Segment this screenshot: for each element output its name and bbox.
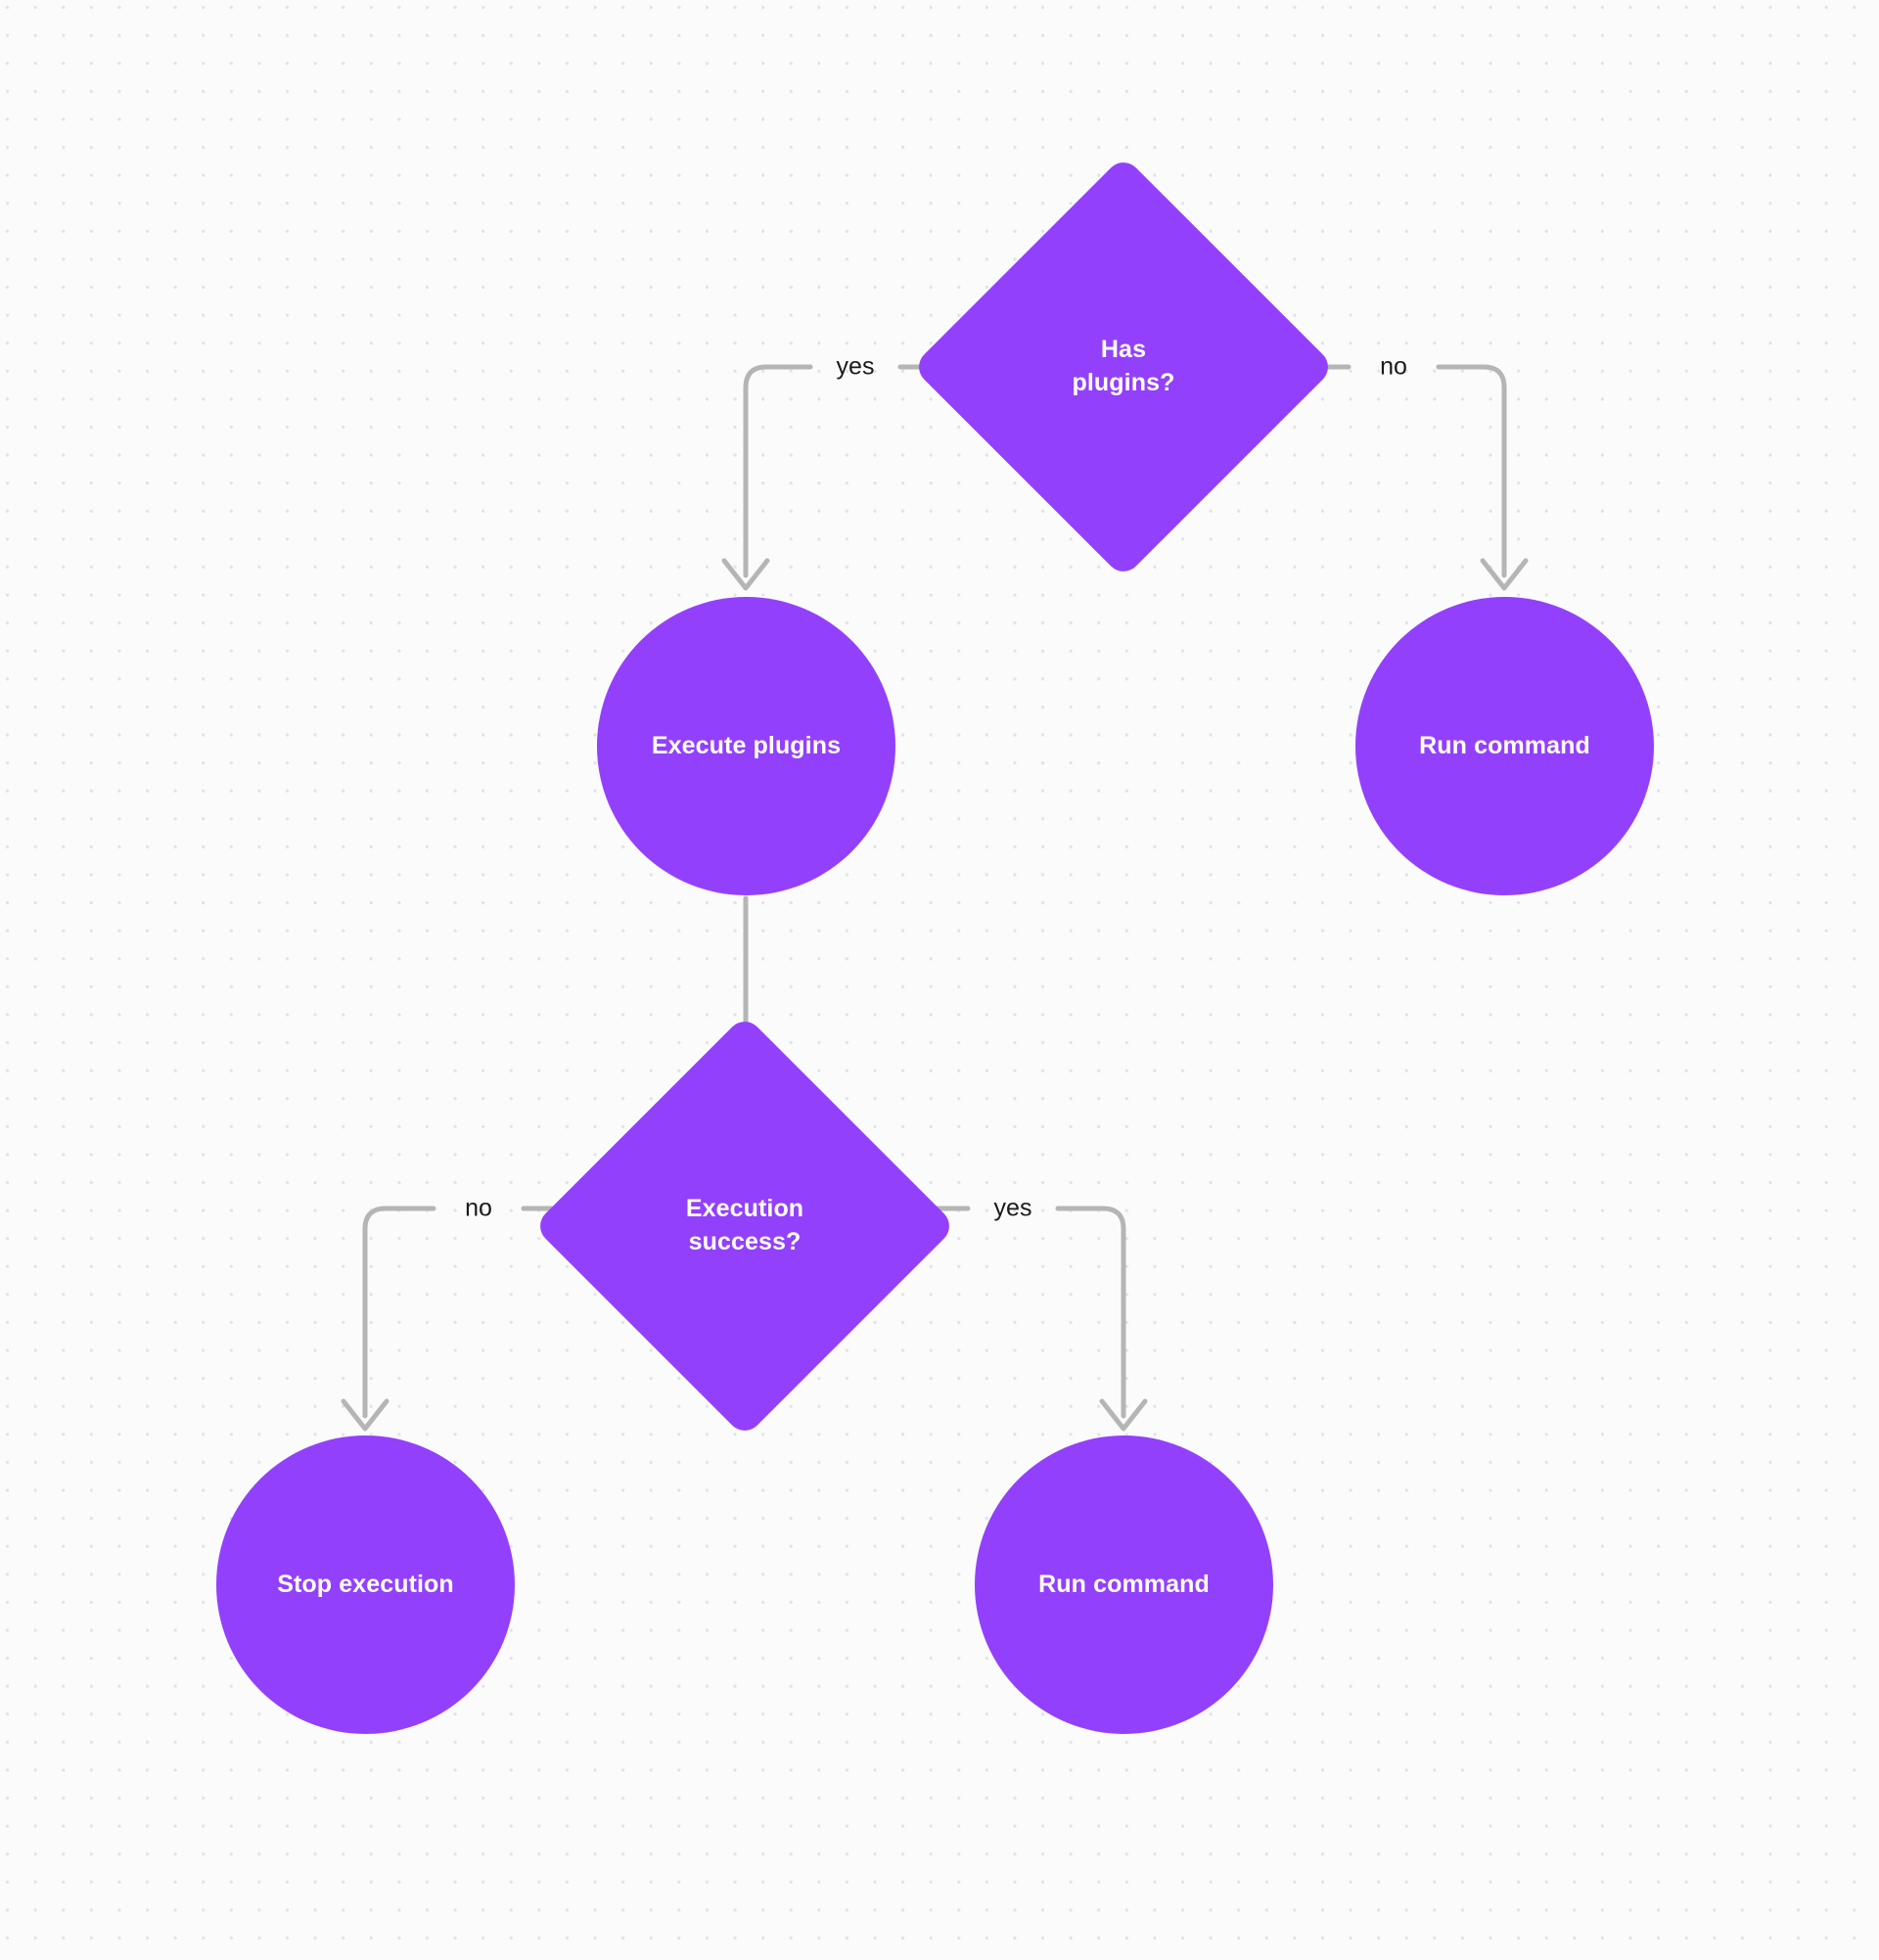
- edge-label-execution-success-no: no: [465, 1194, 492, 1222]
- edge-has-plugins-no-arrowhead: [1480, 558, 1529, 591]
- node-execute-plugins[interactable]: Execute plugins: [597, 597, 895, 895]
- node-execute-plugins-label: Execute plugins: [651, 731, 842, 759]
- node-label-line-1: Has: [1100, 336, 1147, 364]
- node-label-line-1: Execution: [685, 1195, 804, 1223]
- edge-label-execution-success-yes: yes: [993, 1194, 1032, 1222]
- node-run-command-top-label: Run command: [1419, 731, 1590, 759]
- edge-has-plugins-no-line-b: [1436, 364, 1507, 578]
- edge-label-has-plugins-yes: yes: [836, 352, 875, 381]
- node-stop-execution[interactable]: Stop execution: [216, 1436, 515, 1734]
- node-has-plugins-label: Has plugins?: [1065, 334, 1183, 400]
- edge-execution-success-no-arrowhead: [341, 1398, 390, 1432]
- edge-has-plugins-yes-line-b: [743, 364, 813, 578]
- node-run-command-bottom[interactable]: Run command: [975, 1436, 1273, 1734]
- node-run-command-top[interactable]: Run command: [1355, 597, 1654, 895]
- node-stop-execution-label: Stop execution: [277, 1570, 454, 1598]
- edge-execution-success-no-line-b: [362, 1206, 436, 1419]
- node-execution-success-label: Execution success?: [678, 1193, 811, 1259]
- edge-execution-success-yes-arrowhead: [1099, 1398, 1148, 1432]
- node-run-command-bottom-label: Run command: [1038, 1570, 1210, 1598]
- edge-label-has-plugins-no: no: [1380, 352, 1407, 381]
- edge-execution-success-yes-line-b: [1055, 1206, 1126, 1419]
- node-execution-success[interactable]: Execution success?: [532, 1014, 957, 1438]
- node-label-line-2: plugins?: [1072, 369, 1175, 396]
- node-label-line-2: success?: [688, 1228, 802, 1255]
- edge-has-plugins-yes-arrowhead: [721, 558, 770, 591]
- node-has-plugins[interactable]: Has plugins?: [911, 155, 1336, 579]
